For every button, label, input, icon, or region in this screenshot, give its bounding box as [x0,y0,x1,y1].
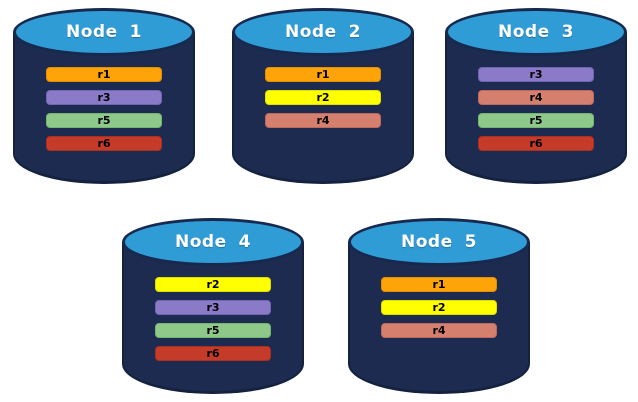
node-title-word: Node [66,22,118,42]
replica-bar-r5: r5 [155,323,271,338]
cylinder-top: Node 2 [232,8,414,56]
cylinder-top: Node 1 [13,8,195,56]
node-title: Node 1 [66,22,142,42]
cylinder-top: Node 4 [122,218,304,266]
database-node-3: Node 3 r3 r4 r5 r6 [445,8,627,184]
node-title: Node 2 [285,22,361,42]
replica-bar-r3: r3 [478,67,594,82]
replica-list: r3 r4 r5 r6 [478,67,594,151]
node-title: Node 3 [498,22,574,42]
database-node-2: Node 2 r1 r2 r4 [232,8,414,184]
replica-bar-r1: r1 [265,67,381,82]
replica-list: r2 r3 r5 r6 [155,277,271,361]
node-title: Node 5 [401,232,477,252]
node-title-word: Node [175,232,227,252]
replica-bar-r3: r3 [155,300,271,315]
node-title-number: 5 [464,232,477,252]
node-title: Node 4 [175,232,251,252]
replica-bar-r2: r2 [265,90,381,105]
replica-bar-r6: r6 [155,346,271,361]
database-node-1: Node 1 r1 r3 r5 r6 [13,8,195,184]
database-node-5: Node 5 r1 r2 r4 [348,218,530,394]
replica-bar-r4: r4 [381,323,497,338]
replica-bar-r6: r6 [46,136,162,151]
cylinder-body [13,32,195,184]
node-title-number: 3 [561,22,574,42]
cylinder-body [232,32,414,184]
database-node-4: Node 4 r2 r3 r5 r6 [122,218,304,394]
replica-bar-r3: r3 [46,90,162,105]
replica-bar-r1: r1 [46,67,162,82]
replica-bar-r1: r1 [381,277,497,292]
node-title-word: Node [285,22,337,42]
node-title-number: 4 [238,232,251,252]
cylinder-body [445,32,627,184]
cylinder-top: Node 3 [445,8,627,56]
replica-bar-r4: r4 [265,113,381,128]
replica-bar-r2: r2 [155,277,271,292]
replica-bar-r5: r5 [478,113,594,128]
node-title-word: Node [498,22,550,42]
cylinder-body [122,242,304,394]
cylinder-body [348,242,530,394]
replica-bar-r6: r6 [478,136,594,151]
replica-list: r1 r2 r4 [265,67,381,128]
replica-list: r1 r2 r4 [381,277,497,338]
replica-bar-r2: r2 [381,300,497,315]
replica-bar-r5: r5 [46,113,162,128]
replica-bar-r4: r4 [478,90,594,105]
node-title-number: 1 [129,22,142,42]
replica-list: r1 r3 r5 r6 [46,67,162,151]
node-title-word: Node [401,232,453,252]
node-title-number: 2 [348,22,361,42]
cylinder-top: Node 5 [348,218,530,266]
